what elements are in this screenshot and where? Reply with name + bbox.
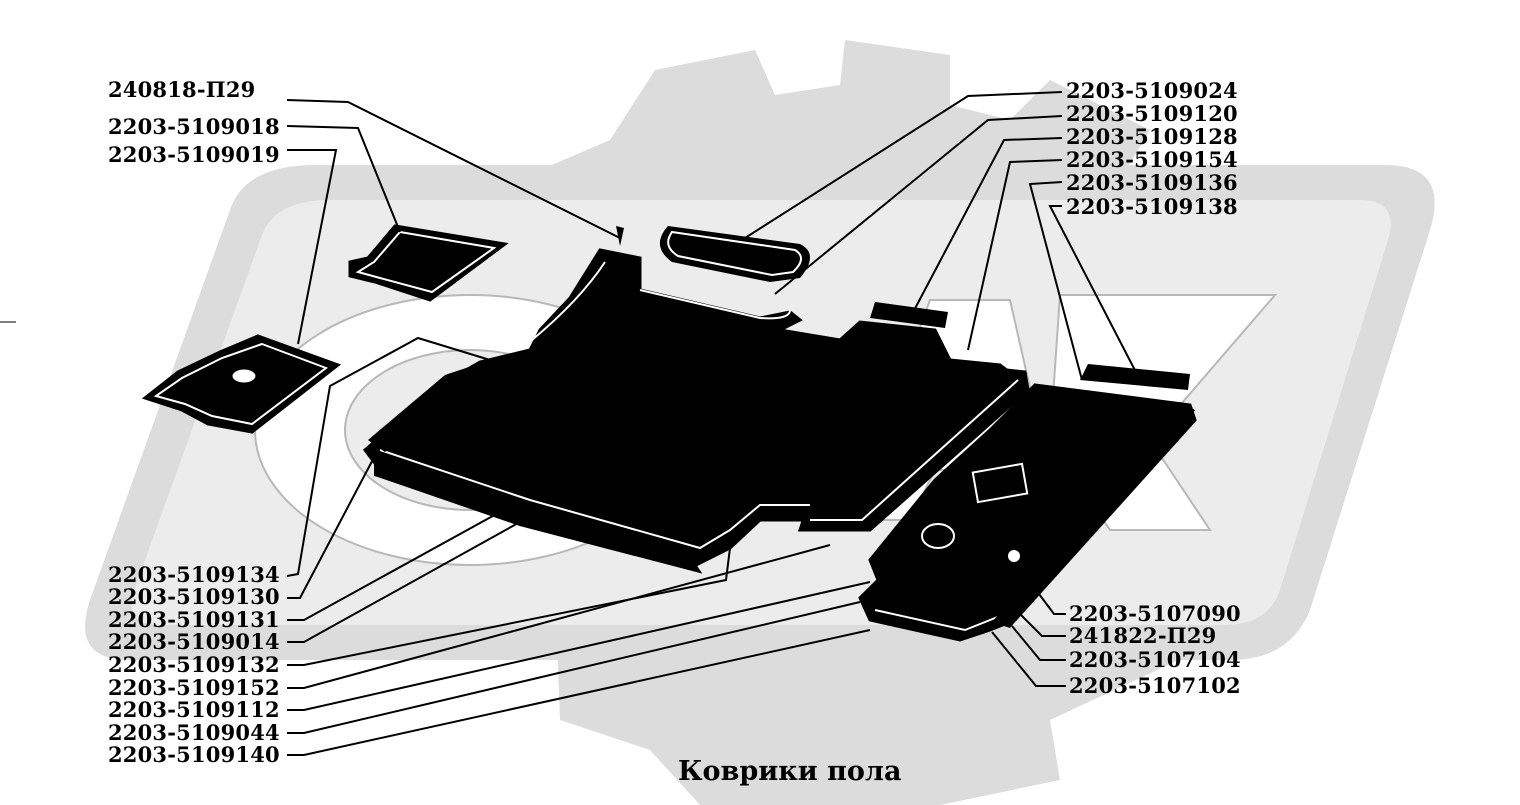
part-label: 2203-5109132 (108, 652, 280, 677)
part-label: 2203-5109019 (108, 142, 280, 167)
part-label: 2203-5109024 (1066, 78, 1238, 103)
leader-l12 (287, 511, 501, 621)
mat-main-floor-front (374, 460, 703, 574)
leader-l02 (286, 125, 401, 233)
diagram-caption: Коврики пола (678, 756, 902, 787)
part-label: 2203-5109130 (108, 584, 280, 609)
leader-l17 (287, 601, 861, 734)
mat-middle-strip-shape (797, 363, 1030, 532)
leader-l19 (1029, 581, 1066, 615)
leader-l21 (1011, 625, 1066, 661)
leader-l05 (774, 115, 1063, 295)
leader-l09 (1048, 205, 1141, 381)
part-label: 2203-5109018 (108, 114, 280, 139)
leader-l08 (1028, 181, 1083, 381)
leader-l16 (287, 581, 871, 711)
part-label: 2203-5109120 (1066, 101, 1238, 126)
part-label: 241822-П29 (1069, 623, 1217, 648)
leader-l07 (967, 159, 1063, 351)
mat-rear-clip (1008, 550, 1020, 562)
part-label: 2203-5109152 (108, 675, 280, 700)
leader-l20 (1017, 611, 1066, 637)
leader-l11 (287, 445, 381, 599)
part-label: 2203-5109138 (1066, 194, 1238, 219)
leader-l14 (287, 547, 731, 666)
mat-rear-plug (921, 523, 955, 549)
strip-right-rail (992, 402, 1195, 628)
mat-rear-pocket (971, 462, 1029, 504)
mat-left-pad (141, 334, 342, 434)
leader-l13 (287, 521, 521, 643)
part-label: 2203-5109134 (108, 562, 280, 587)
mat-rear-shape (858, 383, 1197, 642)
part-label: 2203-5109044 (108, 720, 280, 745)
mat-left-pad-border (153, 342, 329, 426)
mat-small-pad (348, 224, 509, 302)
leader-l18 (287, 629, 871, 756)
mat-oval-shape (659, 226, 810, 282)
mat-middle-strip-rim (810, 379, 1019, 521)
part-label: 2203-5109136 (1066, 170, 1238, 195)
mat-main-floor-rim (531, 261, 791, 341)
part-label: 2203-5109112 (108, 697, 280, 722)
floor-mats (141, 224, 1197, 642)
mat-oval (659, 226, 810, 282)
mat-left-pad-hole (229, 366, 259, 386)
leader-l01 (286, 99, 621, 239)
part-label: 2203-5107102 (1069, 673, 1241, 698)
leader-lines (286, 91, 1141, 756)
part-label: 2203-5109154 (1066, 147, 1238, 172)
part-label: 2203-5109140 (108, 742, 280, 767)
strip-top-center (870, 302, 948, 328)
strip-top-right (1080, 364, 1190, 390)
leader-l04 (744, 91, 1063, 239)
leader-l15 (287, 544, 831, 689)
part-label: 240818-П29 (108, 77, 256, 102)
mat-oval-rim (667, 230, 802, 277)
part-label: 2203-5109128 (1066, 124, 1238, 149)
part-label: 2203-5107104 (1069, 647, 1241, 672)
leader-l10 (286, 336, 491, 577)
mat-middle-strip (797, 363, 1030, 532)
screw (616, 226, 624, 246)
part-label: 2203-5109014 (108, 629, 280, 654)
leader-l06 (909, 137, 1063, 319)
mat-main-floor-edge (379, 449, 810, 550)
part-label: 2203-5107090 (1069, 601, 1241, 626)
strip-left-rail (368, 365, 475, 452)
part-label: 2203-5109131 (108, 607, 280, 632)
mat-small-pad-border (355, 230, 497, 294)
leader-l03 (287, 149, 338, 345)
leader-l22 (991, 631, 1066, 687)
